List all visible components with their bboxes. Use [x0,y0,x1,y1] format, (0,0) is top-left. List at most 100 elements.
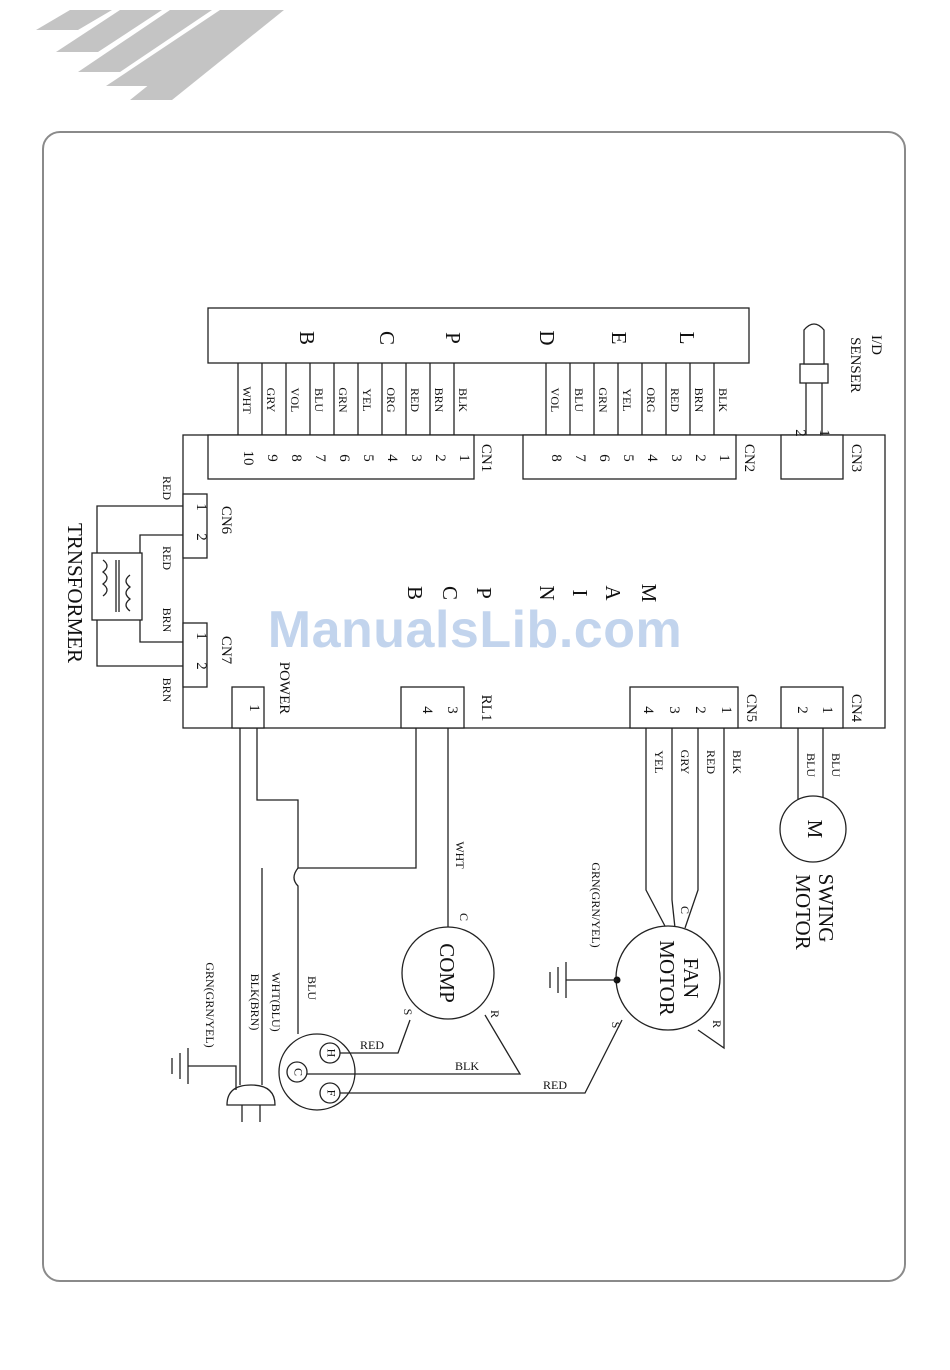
main-pcb-board [182,434,886,729]
cn6-pin: 2 [193,533,209,541]
cn5-pin: 1 [718,706,734,714]
rl1-pin: 4 [419,706,435,714]
cn1-pin: 7 [312,454,328,462]
display-panel-box [207,307,750,364]
rl1-pin: 3 [444,706,460,714]
cn5-pin: 3 [666,706,682,714]
display-letter: B [295,331,319,345]
svg-text:C: C [438,586,462,600]
cn3-pin: 1 [816,429,832,437]
cn2-connector [522,434,737,480]
rl1-connector [400,686,465,729]
cn1-pin: 5 [360,454,376,462]
cn2-wire-label: VOL [548,388,562,413]
fan-motor-label-line1: FAN [679,958,703,998]
swing-motor-label-line2: MOTOR [791,874,815,949]
cn1-pin: 6 [336,454,352,462]
watermark: ManualsLib.com [267,601,683,659]
comp-label: COMP [435,943,459,1003]
svg-text:P: P [472,587,496,599]
sensor-label-line1: I/D [868,335,884,355]
wire-label-blk: BLK [455,1059,479,1073]
display-panel-letters: B C P D E L [295,330,699,345]
cn7-wire-label: BRN [160,608,174,633]
cn1-pin: 1 [456,454,472,462]
wire-label-red2: RED [543,1078,567,1092]
transformer-label: TRNSFORMER [63,523,87,663]
cn4-pin: 2 [794,706,810,714]
svg-text:A: A [601,585,625,601]
transformer-body [91,552,143,621]
cn1-wire-label: BLU [312,388,326,412]
cn1-label: CN1 [478,444,494,472]
transformer-coil-icon [101,559,132,612]
cn7-label: CN7 [218,636,234,665]
cn1-pin: 3 [408,454,424,462]
comp-terminal-s: S [401,1009,415,1016]
cn1-pin: 2 [432,454,448,462]
plug-blk-label: BLK(BRN) [248,974,262,1031]
comp-circle [401,926,495,1020]
fan-motor-terminal-r: R [710,1020,724,1028]
cn2-pin: 1 [716,454,732,462]
cn2-wire-label: YEL [620,388,634,411]
cn1-wire-label: BLK [456,388,470,412]
cn7-pin: 2 [193,662,209,670]
comp-c-wire-label: WHT [453,841,467,869]
rl1-label: RL1 [478,695,494,722]
fan-ground-label: GRN(GRN/YEL) [589,862,603,947]
cn4-connector [780,686,844,729]
fan-motor-terminal-c: C [678,906,692,914]
power-label: POWER [276,662,292,715]
capacitor-terminal-h: H [324,1049,338,1058]
display-letter: L [675,332,699,345]
sensor-probe-icon [803,323,825,365]
svg-text:M: M [637,584,661,603]
svg-text:N: N [535,585,559,600]
main-pcb-label: M A I N P C B [403,584,661,603]
cn1-pin: 8 [288,454,304,462]
cn5-wire-label: RED [704,750,718,774]
cn3-pin: 2 [792,429,808,437]
fan-motor-label-line2: MOTOR [655,940,679,1015]
sensor-body [799,363,829,384]
cn5-pin: 2 [692,706,708,714]
display-letter: P [441,332,465,344]
cn2-wire-label: BRN [692,388,706,413]
plug-blu-label: BLU [305,976,319,1000]
sensor-label-line2: SENSER [847,337,863,393]
cn6-pin: 1 [193,503,209,511]
cn6-label: CN6 [218,506,234,535]
cn2-label: CN2 [741,444,757,472]
cn2-pin: 2 [692,454,708,462]
cn1-wires: BLK1BRN2RED3ORG4YEL5GRN6BLU7VOL8GRY9WHT1… [237,363,472,466]
cn3-label: CN3 [848,444,864,472]
cn1-wire-label: RED [408,388,422,412]
svg-text:I: I [568,590,592,597]
fan-ground-icon [549,962,567,998]
cn1-wire-label: ORG [384,387,398,413]
cn2-pin: 4 [644,454,660,462]
swing-motor-symbol: M [803,820,827,839]
swing-motor-circle [779,795,847,863]
cn6-connector [182,493,208,559]
cn5-wire-label: BLK [730,750,744,774]
cn1-wire-label: WHT [240,386,254,414]
cn2-wire-label: ORG [644,387,658,413]
plug-ground-label: GRN(GRN/YEL) [203,962,217,1047]
capacitor-terminal-c: C [291,1068,305,1076]
cn7-connector [182,622,208,688]
power-plug-icon [226,1084,276,1122]
cn1-wire-label: VOL [288,388,302,413]
display-letter: D [535,330,559,345]
cn6-wire-label: RED [160,476,174,500]
plug-ground-icon [171,1048,189,1084]
power-connector [231,686,265,729]
cn1-pin: 9 [264,454,280,462]
cn5-label: CN5 [743,694,759,722]
content-frame [42,131,906,1282]
cn1-wire-label: BRN [432,388,446,413]
